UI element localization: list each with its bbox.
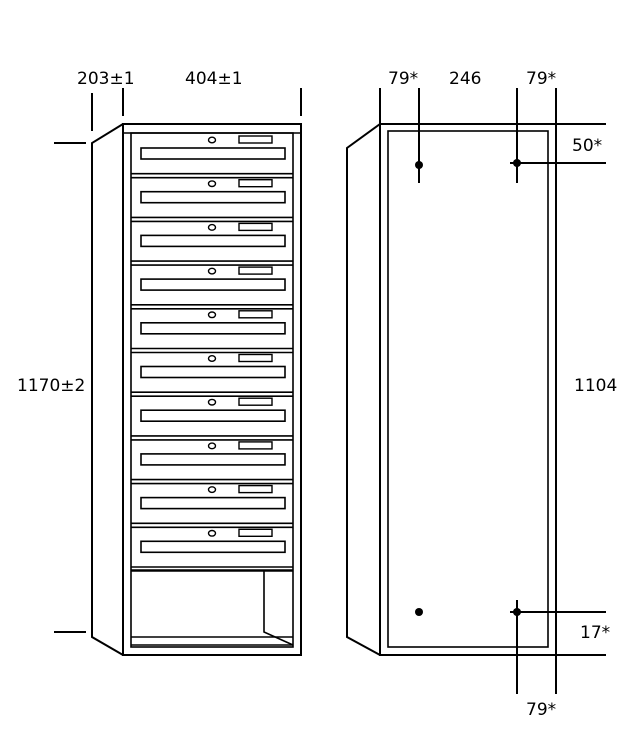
name-plate (238, 310, 273, 319)
letter-slot (140, 496, 286, 510)
mailbox-compartment (131, 310, 293, 354)
name-plate (238, 528, 273, 537)
name-plate (238, 397, 273, 406)
mailbox-compartment (131, 528, 293, 572)
rear-bottom-offset-label: 17* (580, 623, 610, 643)
mounting-hole-top-left (415, 161, 423, 169)
lock-icon (207, 398, 217, 406)
letter-slot (140, 321, 286, 335)
mailbox-compartment (131, 178, 293, 223)
lock-icon (207, 355, 217, 363)
lock-icon (207, 486, 217, 494)
front-width-label: 404±1 (185, 69, 243, 89)
front-view: 203±1 404±1 1170±2 (17, 69, 302, 656)
mounting-hole-bottom-right (513, 608, 521, 616)
mailbox-compartment (131, 397, 293, 441)
name-plate (238, 441, 273, 450)
lock-icon (207, 180, 217, 188)
name-plate (238, 135, 273, 144)
rear-cabinet-outline (379, 123, 557, 656)
name-plate (238, 484, 273, 494)
front-height-label: 1170±2 (17, 376, 85, 396)
name-plate (238, 178, 273, 188)
rear-height-label: 1104 (574, 376, 617, 396)
letter-slot (140, 540, 286, 554)
front-cabinet-outline (122, 123, 302, 656)
lock-icon (207, 136, 217, 144)
letter-slot (140, 190, 286, 204)
mailbox-compartments (131, 135, 293, 572)
lock-icon (207, 267, 217, 275)
mailbox-compartment (131, 484, 293, 529)
front-side-panel (91, 123, 124, 656)
mailbox-compartment (131, 266, 293, 310)
mailbox-compartment (131, 135, 293, 179)
letter-slot (140, 278, 286, 291)
front-depth-label: 203±1 (77, 69, 135, 89)
mounting-hole-top-right (513, 159, 521, 167)
letter-slot (140, 234, 286, 248)
name-plate (238, 353, 273, 363)
letter-slot (140, 147, 286, 160)
name-plate (238, 266, 273, 275)
lock-icon (207, 223, 217, 231)
lock-icon (207, 529, 217, 537)
rear-left-offset-label: 79* (388, 69, 418, 89)
mailbox-compartment (131, 353, 293, 398)
letter-slot (140, 365, 286, 379)
rear-right-offset-label: 79* (526, 69, 556, 89)
mounting-hole-bottom-left (415, 608, 423, 616)
rear-bottom-right-offset-label: 79* (526, 700, 556, 720)
mailbox-compartment (131, 441, 293, 485)
rear-view: 79* 246 79* 50* 1104 17* 79* (346, 69, 617, 720)
rear-side-panel (346, 123, 381, 656)
letter-slot (140, 453, 286, 466)
letter-slot (140, 409, 286, 423)
name-plate (238, 222, 273, 232)
mailbox-compartment (131, 222, 293, 266)
lock-icon (207, 442, 217, 450)
rear-top-offset-label: 50* (572, 136, 602, 156)
open-bottom-compartment (131, 569, 294, 646)
lock-icon (207, 311, 217, 319)
rear-cabinet-inner-frame (387, 130, 549, 648)
rear-center-spacing-label: 246 (449, 69, 481, 89)
